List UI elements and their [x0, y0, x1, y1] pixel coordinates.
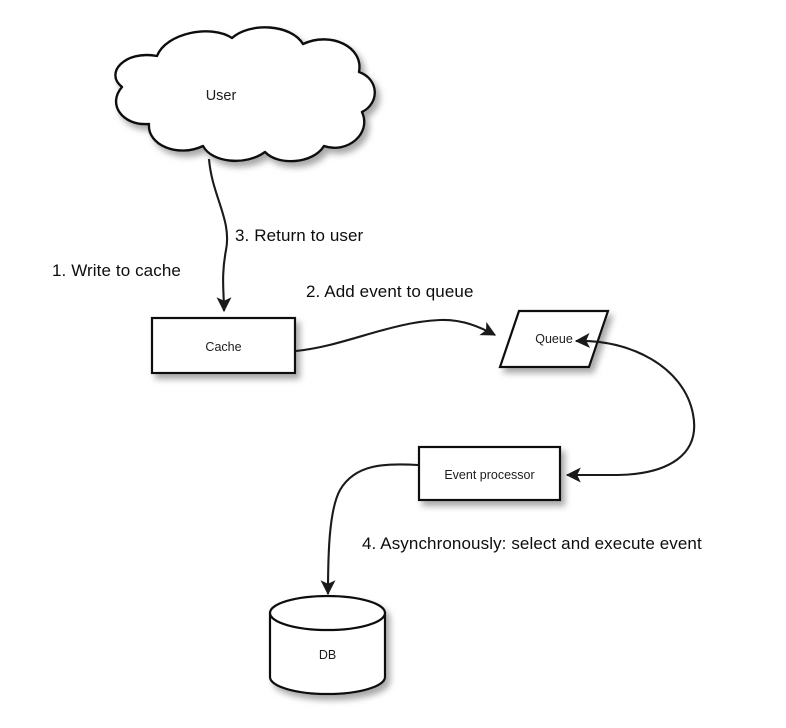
node-label-cache: Cache — [205, 340, 241, 354]
node-label-queue: Queue — [535, 332, 573, 346]
db-cylinder-body — [268, 611, 387, 696]
cloud-shape — [114, 26, 376, 163]
node-user[interactable]: User — [114, 26, 376, 163]
node-cache[interactable]: Cache — [150, 316, 297, 375]
step-label-1: 1. Write to cache — [52, 261, 181, 280]
cache-box-shape — [150, 316, 297, 375]
node-db[interactable]: DB — [268, 594, 387, 696]
step-label-3: 3. Return to user — [235, 226, 364, 245]
edge-cache-to-queue — [295, 318, 497, 353]
edge-user-to-cache — [207, 158, 232, 313]
node-label-user: User — [206, 88, 237, 104]
db-cylinder-top — [268, 594, 387, 632]
step-label-4: 4. Asynchronously: select and execute ev… — [362, 534, 702, 553]
node-label-db: DB — [319, 648, 336, 662]
edge-queue-event-processor-loop — [565, 333, 696, 483]
node-label-event-processor: Event processor — [444, 468, 534, 482]
step-label-2: 2. Add event to queue — [306, 282, 474, 301]
node-queue[interactable]: Queue — [498, 309, 610, 369]
event-processor-box-shape — [417, 445, 562, 502]
edge-event-processor-to-db — [320, 463, 419, 596]
node-event-processor[interactable]: Event processor — [417, 445, 562, 502]
